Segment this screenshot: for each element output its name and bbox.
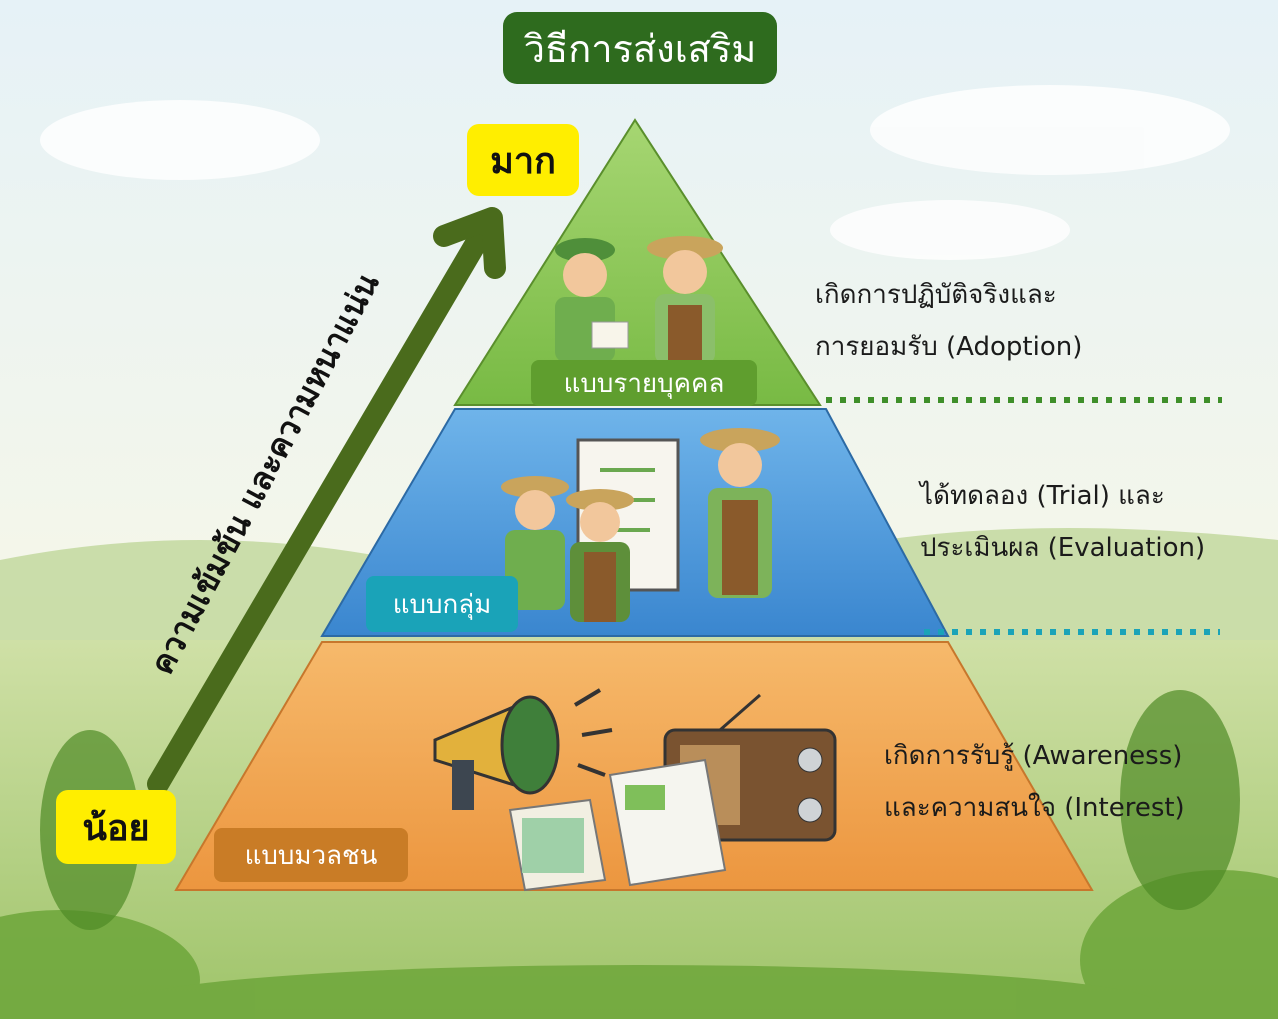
desc-line: และความสนใจ (Interest): [884, 793, 1185, 823]
high-label: มาก: [467, 124, 579, 196]
tier-bottom: [174, 641, 1094, 891]
tier-label-mass: แบบมวลชน: [214, 828, 408, 882]
intensity-arrow: [147, 207, 506, 795]
tier-label-individual: แบบรายบุคคล: [531, 360, 757, 406]
desc-line: ได้ทดลอง (Trial) และ: [920, 481, 1165, 511]
tier-desc-mass: เกิดการรับรู้ (Awareness) และความสนใจ (I…: [884, 730, 1185, 834]
page-title: วิธีการส่งเสริม: [503, 12, 777, 84]
mass-media-illustration: [433, 688, 837, 892]
farmers-illustration: [555, 236, 723, 364]
foliage: [0, 870, 1278, 1019]
group-illustration: [501, 428, 780, 622]
desc-line: เกิดการปฏิบัติจริงและ: [815, 280, 1057, 310]
clouds: [40, 85, 1230, 260]
tier-desc-group: ได้ทดลอง (Trial) และ ประเมินผล (Evaluati…: [920, 470, 1205, 574]
low-label: น้อย: [56, 790, 176, 864]
desc-line: ประเมินผล (Evaluation): [920, 533, 1206, 563]
tier-label-group: แบบกลุ่ม: [366, 576, 518, 632]
desc-line: เกิดการรับรู้ (Awareness): [884, 741, 1183, 771]
desc-line: การยอมรับ (Adoption): [815, 332, 1083, 362]
tier-desc-individual: เกิดการปฏิบัติจริงและ การยอมรับ (Adoptio…: [815, 269, 1082, 373]
